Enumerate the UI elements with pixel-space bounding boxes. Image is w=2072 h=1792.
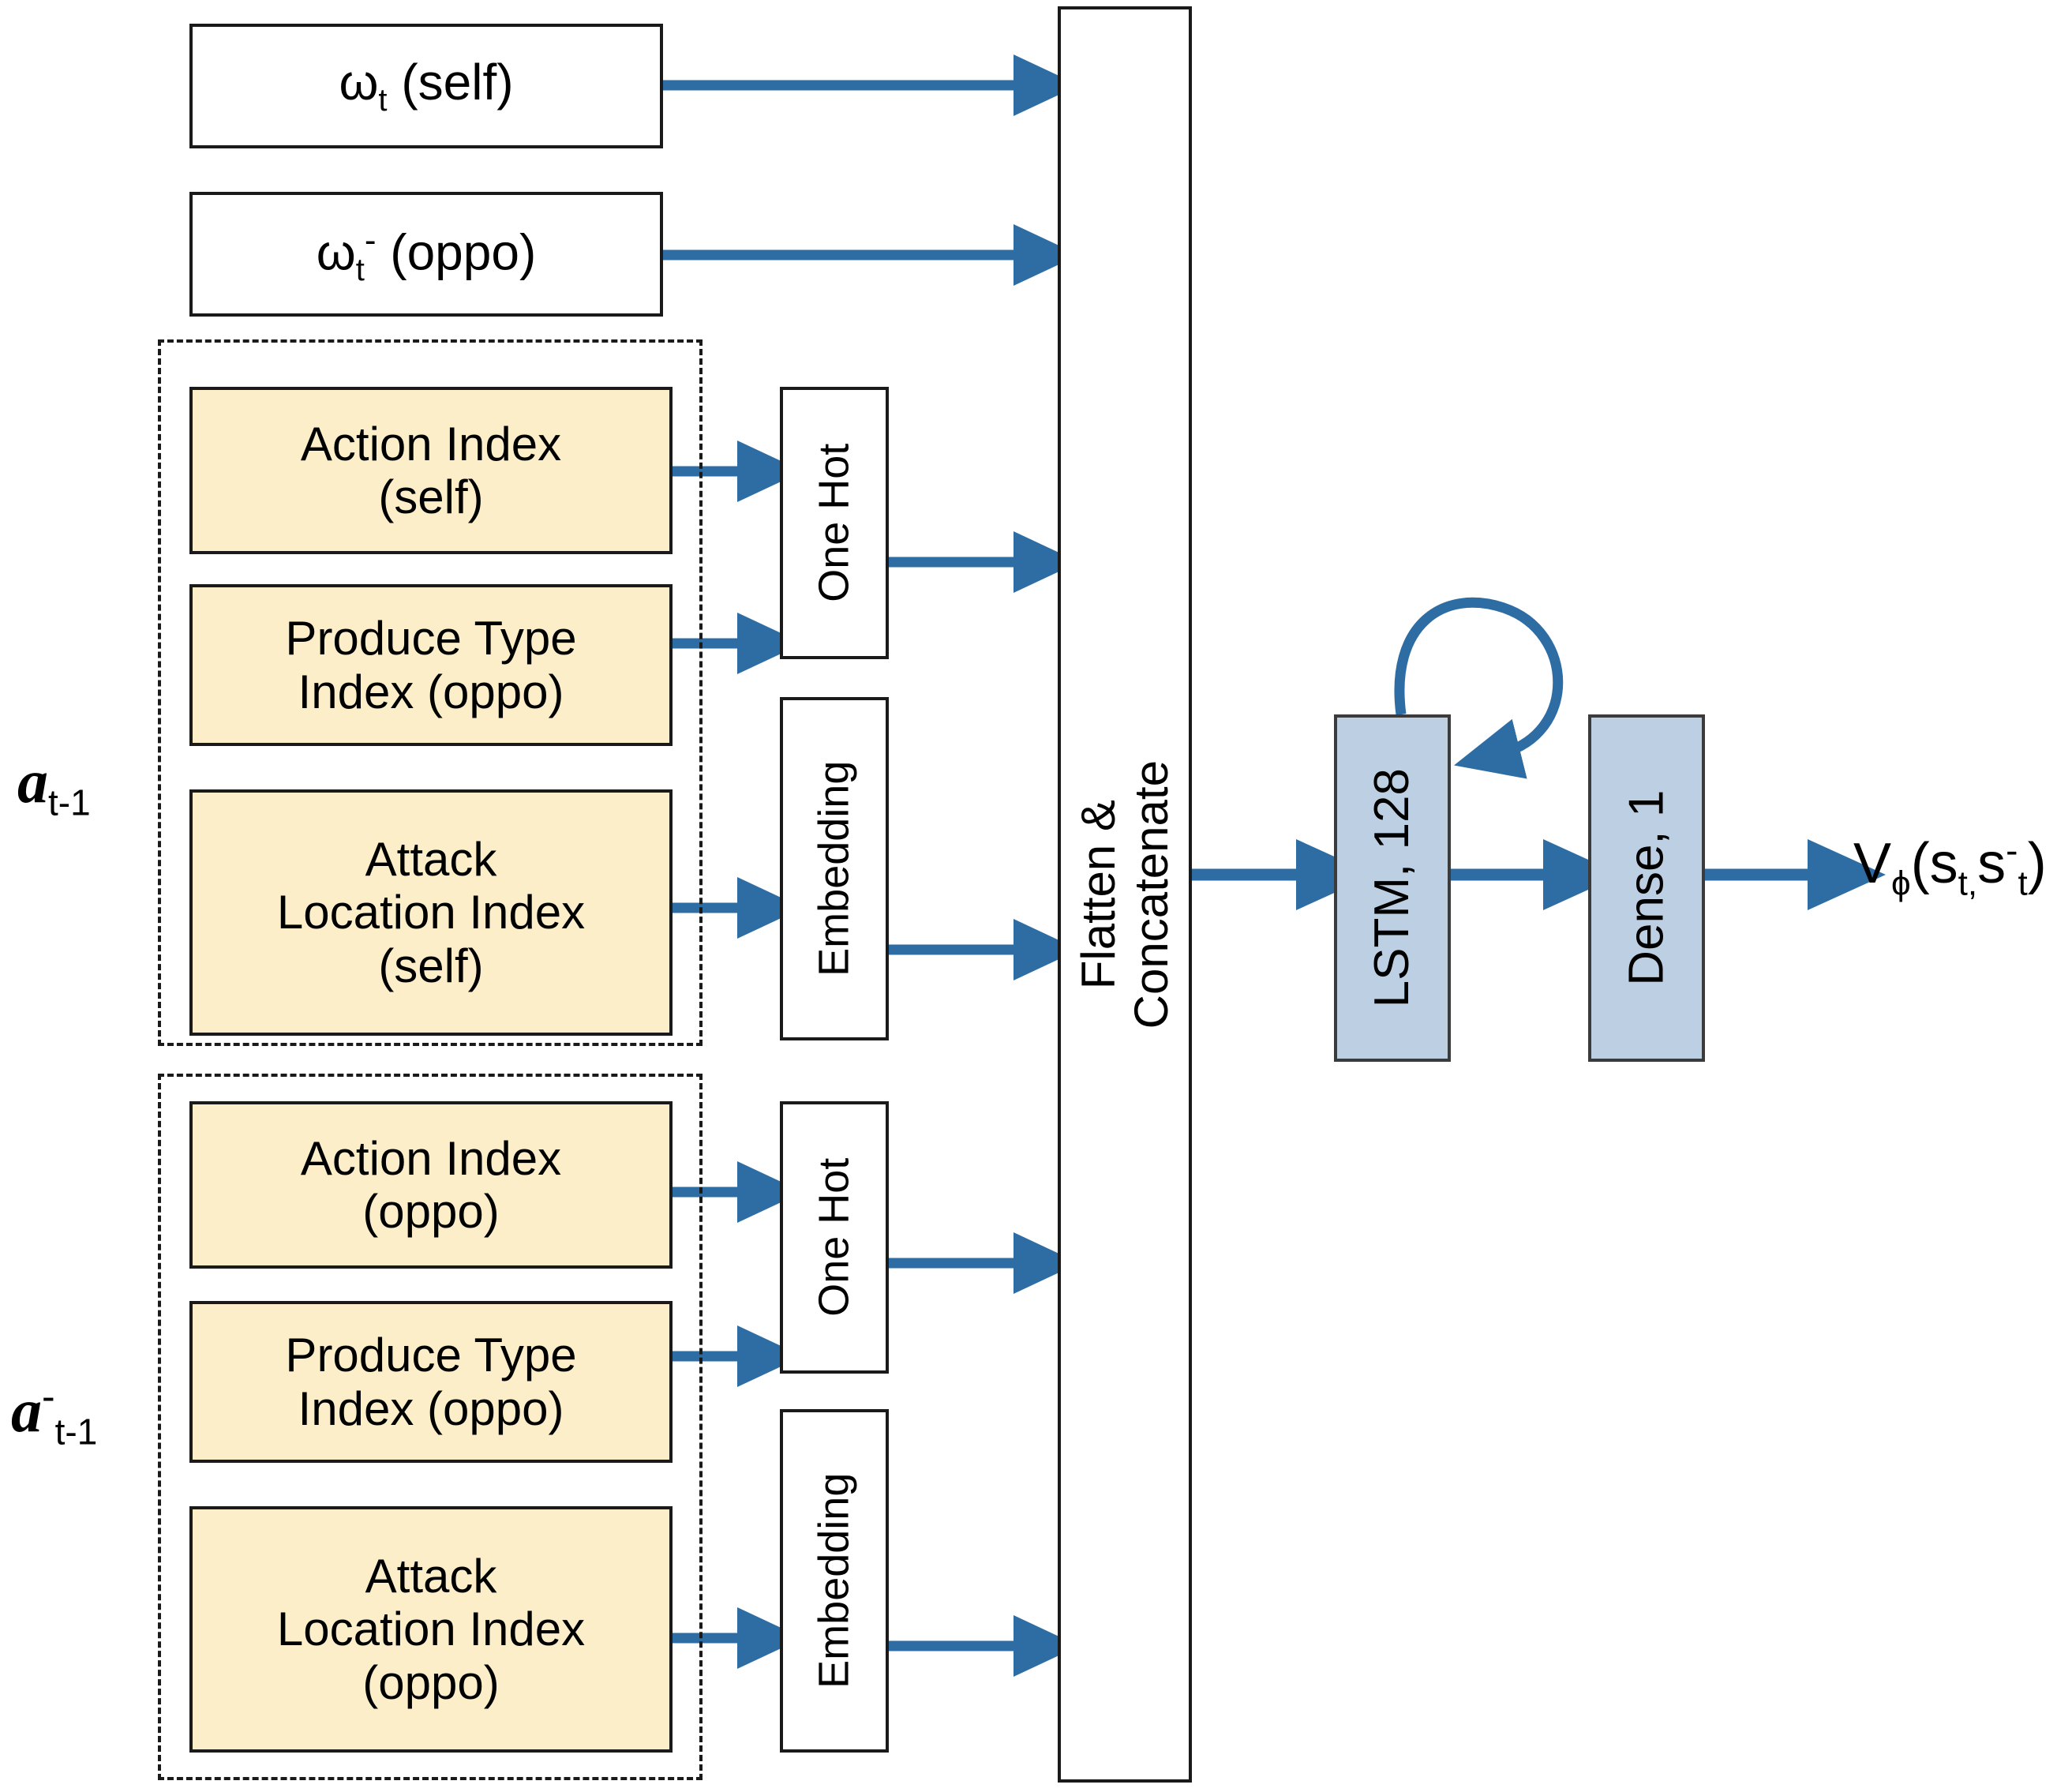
output-sup-minus: - — [2006, 830, 2018, 871]
self-embedding-box[interactable]: Embedding — [780, 697, 889, 1040]
lstm-layer-label: LSTM, 128 — [1365, 768, 1420, 1008]
label-oppo-action-sup: - — [42, 1374, 55, 1419]
self-action-group — [158, 339, 703, 1046]
input-omega-oppo-box[interactable]: ωt- (oppo) — [189, 192, 663, 317]
self-attack-location-index-box[interactable]: Attack Location Index (self) — [189, 789, 673, 1036]
label-self-action-group: at-1 — [17, 746, 91, 824]
output-sub-phi: ϕ — [1891, 864, 1911, 903]
input-omega-self-text: ωt (self) — [339, 53, 514, 118]
dense-layer-box[interactable]: Dense, 1 — [1588, 714, 1705, 1062]
self-one-hot-label: One Hot — [810, 443, 858, 603]
oppo-one-hot-label: One Hot — [810, 1157, 858, 1318]
oppo-attack-location-index-box[interactable]: Attack Location Index (oppo) — [189, 1506, 673, 1753]
output-sub-t2: t — [2018, 864, 2028, 903]
dense-layer-label: Dense, 1 — [1619, 789, 1674, 987]
self-action-index-box[interactable]: Action Index (self) — [189, 387, 673, 554]
output-sub-t1: t, — [1958, 864, 1978, 903]
oppo-action-group — [158, 1074, 703, 1780]
input-omega-oppo-text: ωt- (oppo) — [316, 220, 537, 287]
flatten-concatenate-label: Flatten & Concatenate — [1071, 759, 1178, 1029]
label-oppo-action-symbol: a — [11, 1376, 42, 1445]
output-close: ) — [2027, 832, 2047, 895]
label-self-action-symbol: a — [17, 747, 48, 815]
oppo-embedding-box[interactable]: Embedding — [780, 1409, 889, 1753]
flatten-concatenate-box[interactable]: Flatten & Concatenate — [1058, 6, 1192, 1783]
output-symbol: V — [1853, 832, 1892, 895]
output-open: (s — [1910, 832, 1958, 895]
self-produce-type-index-box[interactable]: Produce Type Index (oppo) — [189, 584, 673, 746]
oppo-one-hot-box[interactable]: One Hot — [780, 1101, 889, 1374]
self-embedding-label: Embedding — [810, 760, 858, 977]
oppo-produce-type-index-box[interactable]: Produce Type Index (oppo) — [189, 1301, 673, 1463]
oppo-embedding-label: Embedding — [810, 1472, 858, 1689]
label-oppo-action-sub: t-1 — [54, 1411, 98, 1453]
lstm-layer-box[interactable]: LSTM, 128 — [1334, 714, 1451, 1062]
label-self-action-sub: t-1 — [48, 782, 91, 823]
output-value-label: Vϕ(st,s-t) — [1853, 829, 2047, 903]
self-one-hot-box[interactable]: One Hot — [780, 387, 889, 659]
output-mid: s — [1977, 832, 2006, 895]
label-oppo-action-group: a-t-1 — [11, 1374, 97, 1453]
oppo-action-index-box[interactable]: Action Index (oppo) — [189, 1101, 673, 1269]
input-omega-self-box[interactable]: ωt (self) — [189, 24, 663, 148]
